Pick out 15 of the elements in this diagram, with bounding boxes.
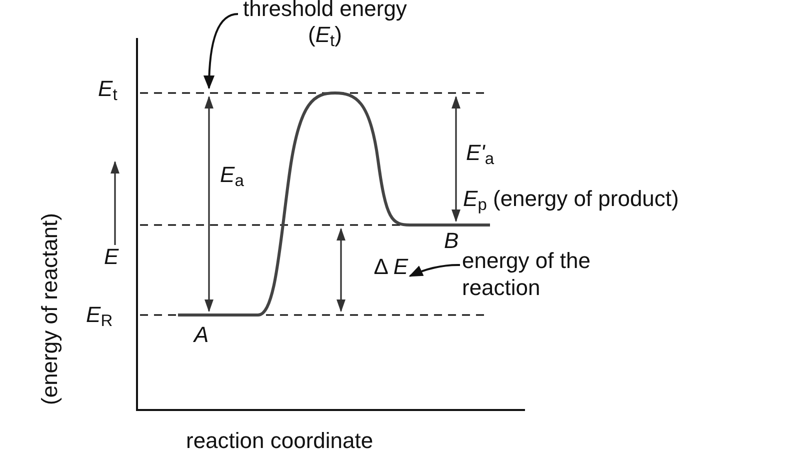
level-label: E$_{t}$ [98, 76, 118, 102]
arrow [204, 13, 238, 90]
axis-label: E [104, 244, 119, 270]
annotation-text: Δ E [372, 253, 408, 281]
annotation-text: threshold energy (E$_{t}$) [242, 0, 408, 48]
point-label: A [194, 322, 209, 348]
axis-title: reaction coordinate [186, 428, 374, 454]
energy-label: E$_{a}$ [220, 162, 244, 188]
level-label: E$_{R}$ [86, 302, 113, 328]
arrow [408, 264, 460, 277]
energy-label: E$_{p}$ (energy of product) [463, 186, 679, 212]
axis-title: (energy of reactant) [37, 213, 63, 405]
annotation-text: energy of the reaction [462, 247, 592, 301]
energy-label: E'$_{a}$ [466, 140, 494, 166]
point-label: B [444, 228, 459, 254]
